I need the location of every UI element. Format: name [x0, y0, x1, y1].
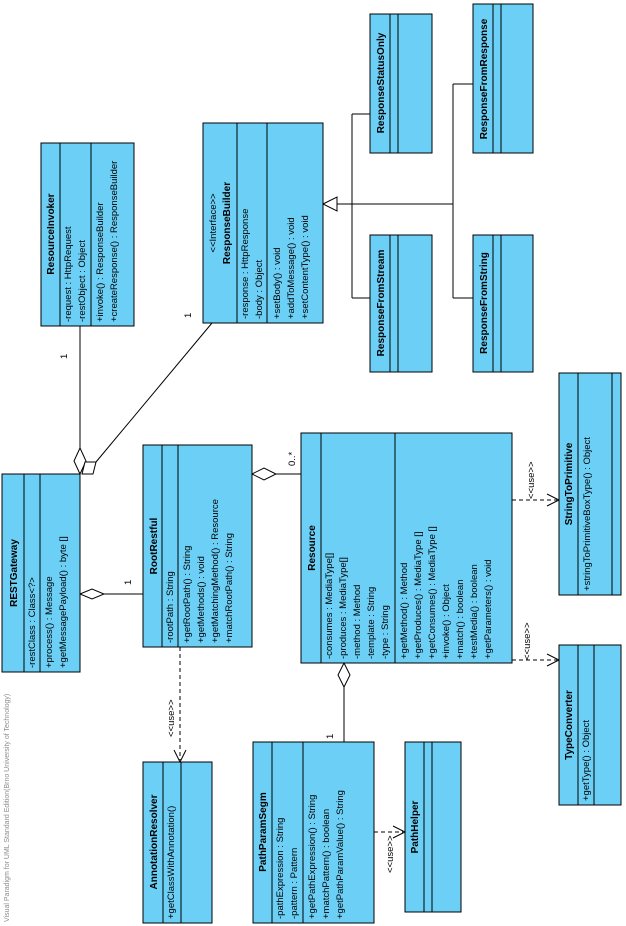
attribute: -restClass : Class<?>: [27, 577, 38, 668]
class-pathparamsegm[interactable]: PathParamSegm -pathExpression : String -…: [252, 741, 375, 924]
attribute: -request : HttpRequest: [63, 226, 74, 322]
class-name: RootRestful: [149, 517, 160, 574]
operation: +match() : boolean: [455, 580, 466, 659]
operation: +getMatchingMethod() : Resource: [210, 499, 221, 643]
class-pathhelper[interactable]: PathHelper: [404, 741, 462, 913]
class-name: TypeConverter: [564, 690, 575, 760]
operation: +getRootPath() : String: [182, 546, 193, 643]
gateway-builder-aggregation-diamond: [81, 461, 97, 475]
attribute: -restObject : Object: [77, 240, 88, 322]
class-responsestatusonly[interactable]: ResponseStatusOnly: [369, 13, 433, 154]
use-label-pathhelper: <<use>>: [385, 835, 396, 873]
operation: +stringToPrimitiveBoxType() : Object: [582, 437, 593, 591]
class-name: ResponseFromString: [479, 252, 490, 354]
class-name: ResponseBuilder: [222, 182, 233, 264]
generalization-arrowhead: [321, 196, 338, 212]
gateway-builder-association: [95, 322, 213, 463]
operation: +getConsumes() : MediaType []: [427, 526, 438, 659]
pathparam-multiplicity: 1: [325, 734, 336, 739]
root-resource-aggregation-diamond: [250, 467, 278, 481]
use-label-annotationresolver: <<use>>: [166, 699, 177, 737]
class-responsefromstring[interactable]: ResponseFromString: [472, 234, 534, 373]
attribute: -consumes : MediaType[]: [324, 553, 335, 659]
class-annotationresolver[interactable]: AnnotationResolver +getClassWithAnnotati…: [142, 761, 213, 924]
operation: +createResponse() : ResponseBuilder: [109, 161, 120, 322]
class-rootrestful[interactable]: RootRestful -rootPath : String +getRootP…: [142, 444, 253, 648]
attribute: -template : String: [366, 587, 377, 659]
attribute: -rootPath : String: [165, 571, 176, 643]
operation: +getPathParamValue() : String: [335, 790, 346, 919]
class-restgateway[interactable]: RESTGateway -restClass : Class<?> +proce…: [1, 473, 81, 673]
use-label-stringtoprimitive: <<use>>: [526, 461, 537, 499]
class-name: ResponseFromResponse: [479, 18, 490, 139]
class-name: RESTGateway: [9, 539, 20, 607]
class-name: ResourceInvoker: [46, 193, 57, 274]
attribute: -method : Method: [352, 585, 363, 659]
attribute: -pathExpression : String: [275, 818, 286, 919]
operation: +getClassWithAnnotation(): [166, 806, 177, 919]
class-name: ResponseFromStream: [376, 250, 387, 357]
operation: +setBody() : void: [272, 247, 283, 319]
class-name: StringToPrimitive: [564, 442, 575, 525]
attribute: -response : HttpResponse: [240, 209, 251, 319]
class-name: PathParamSegm: [258, 792, 269, 872]
gateway-root-aggregation-diamond: [78, 588, 106, 600]
operation: +getMessagePayload() : byte []: [58, 536, 69, 668]
operation: +getProduces() : MediaType []: [413, 531, 424, 659]
operation: +setContentType() : void: [300, 215, 311, 319]
attribute: -type : String: [380, 605, 391, 659]
attribute: -produces : MediaType[]: [338, 557, 349, 659]
class-responsefromstream[interactable]: ResponseFromStream: [369, 234, 433, 373]
attribute: -pattern : Pattern: [289, 848, 300, 919]
operation: +process() : Message: [44, 576, 55, 668]
operation: +getParameters() : void: [483, 559, 494, 659]
class-responsebuilder[interactable]: <<Interface>> ResponseBuilder -response …: [202, 122, 324, 324]
class-name: AnnotationResolver: [149, 794, 160, 889]
use-label-typeconverter: <<use>>: [522, 622, 533, 660]
operation: +testMedia() : boolean: [469, 564, 480, 659]
root-multiplicity: 1: [123, 580, 134, 585]
operation: +getType() : Object: [581, 720, 592, 801]
operation: +addToMessage() : void: [286, 217, 297, 319]
class-typeconverter[interactable]: TypeConverter +getType() : Object: [558, 644, 622, 806]
watermark-text: Visual Paradigm for UML Standard Edition…: [4, 694, 11, 922]
operation: +getMethod() : Method: [399, 563, 410, 659]
resource-multiplicity: 0..*: [287, 451, 298, 466]
class-stereotype: <<Interface>>: [208, 193, 219, 253]
operation: +invoke() : Object: [441, 584, 452, 659]
class-name: ResponseStatusOnly: [376, 32, 387, 133]
operation: +matchPattern() : boolean: [321, 809, 332, 919]
operation: +getMethods() : void: [196, 556, 207, 643]
operation: +matchRootPath() : String: [224, 533, 235, 643]
builder-multiplicity: 1: [183, 313, 194, 318]
attribute: -body : Object: [254, 260, 265, 319]
class-name: PathHelper: [410, 800, 421, 853]
operation: +getPathExpression() : String: [307, 795, 318, 919]
operation: +invoke() : ResponseBuilder: [95, 202, 106, 322]
class-responsefromresponse[interactable]: ResponseFromResponse: [472, 3, 534, 154]
class-name: Resource: [307, 525, 318, 571]
resource-pathparam-aggregation-diamond: [337, 661, 351, 689]
class-resource[interactable]: Resource -consumes : MediaType[] -produc…: [300, 432, 513, 664]
class-stringtoprimitive[interactable]: StringToPrimitive +stringToPrimitiveBoxT…: [558, 372, 622, 596]
class-resourceinvoker[interactable]: ResourceInvoker -request : HttpRequest -…: [40, 142, 135, 327]
invoker-multiplicity: 1: [59, 354, 70, 359]
